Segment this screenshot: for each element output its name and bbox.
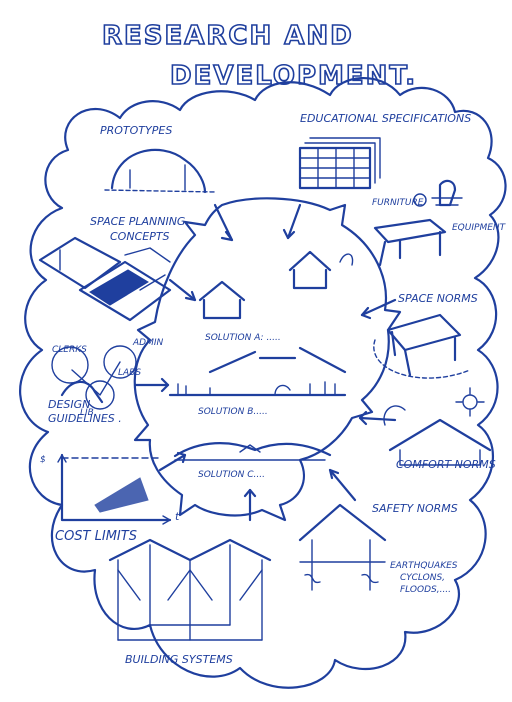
solution-c-sketch bbox=[173, 442, 332, 461]
label-design-guidelines-1: DESIGN bbox=[48, 398, 90, 411]
space-norms-sketch bbox=[373, 313, 471, 379]
site-plan-sketch bbox=[38, 236, 172, 322]
prototype-dome-sketch bbox=[104, 148, 216, 194]
solution-a-sketch bbox=[198, 250, 354, 320]
label-dollar: $ bbox=[40, 455, 46, 465]
label-equipment: EQUIPMENT bbox=[452, 223, 507, 233]
outer-cloud bbox=[19, 77, 507, 689]
label-lib: LIB. bbox=[80, 408, 97, 418]
central-gear bbox=[133, 197, 402, 522]
building-systems-sketch bbox=[108, 538, 272, 641]
label-prototypes: PROTOTYPES bbox=[100, 124, 172, 137]
comfort-norms-sketch bbox=[383, 387, 492, 466]
solution-b-sketch bbox=[168, 346, 347, 397]
title-line-2: DEVELOPMENT. bbox=[170, 61, 417, 91]
label-earthquakes-3: FLOODS,.... bbox=[400, 585, 451, 595]
label-space-planning-1: SPACE PLANNING bbox=[90, 215, 185, 228]
label-furniture: FURNITURE bbox=[372, 198, 424, 208]
label-building-systems: BUILDING SYSTEMS bbox=[125, 653, 233, 666]
cost-limits-sketch bbox=[57, 453, 172, 525]
label-space-norms: SPACE NORMS bbox=[398, 292, 478, 305]
equipment-sketch bbox=[413, 179, 463, 207]
inward-arrows bbox=[133, 203, 397, 522]
label-safety-norms: SAFETY NORMS bbox=[372, 502, 458, 515]
title-line-1: RESEARCH AND bbox=[102, 21, 354, 51]
spec-sheets-sketch bbox=[298, 137, 381, 190]
desk-sketch bbox=[373, 218, 447, 267]
label-earthquakes-1: EARTHQUAKES bbox=[390, 561, 458, 571]
label-clerks: CLERKS bbox=[52, 345, 87, 355]
label-cost-limits: COST LIMITS bbox=[55, 529, 137, 544]
label-space-planning-2: CONCEPTS bbox=[110, 230, 170, 243]
label-solution-c: SOLUTION C.... bbox=[198, 470, 265, 480]
label-labs: LABS bbox=[118, 368, 141, 378]
label-design-guidelines-2: GUIDELINES . bbox=[48, 412, 122, 425]
label-solution-b: SOLUTION B..... bbox=[198, 407, 268, 417]
label-solution-a: SOLUTION A: ..... bbox=[205, 333, 281, 343]
safety-norms-sketch bbox=[298, 503, 387, 591]
bubble-diagram-sketch bbox=[51, 345, 137, 410]
label-comfort-norms: COMFORT NORMS bbox=[396, 458, 496, 471]
label-educational-specifications: EDUCATIONAL SPECIFICATIONS bbox=[300, 112, 471, 125]
label-t-axis: t bbox=[175, 510, 180, 523]
label-earthquakes-2: CYCLONS, bbox=[400, 573, 445, 583]
label-admin: ADMIN bbox=[132, 338, 164, 348]
